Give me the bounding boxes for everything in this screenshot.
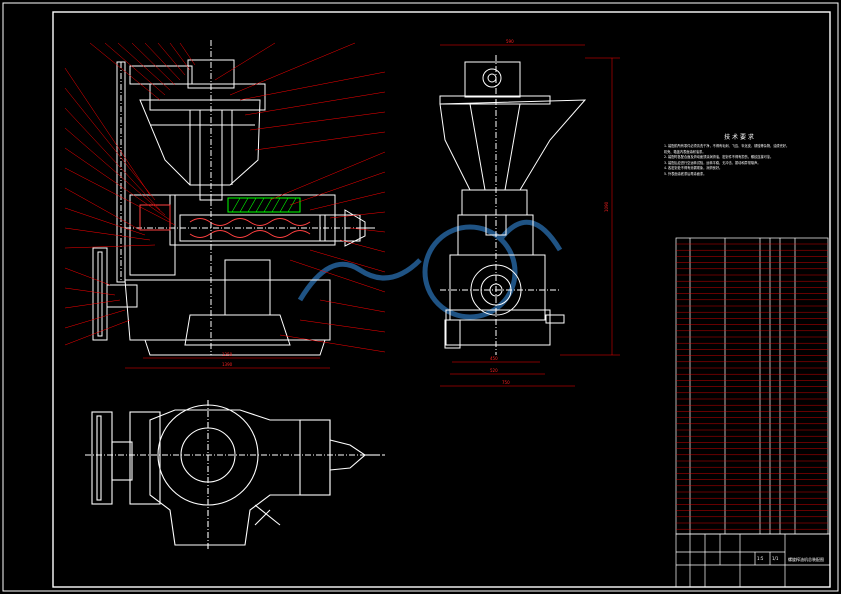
parts-list [675, 237, 829, 535]
side-dims [440, 44, 620, 387]
dim-front-inner: 1250 [222, 352, 233, 357]
dim-side-w3: 750 [502, 380, 510, 385]
note-line: 4. 各密封处不得有渗漏现象，润滑良好。 [664, 166, 723, 171]
note-line: 1. 装配前所有零件必须清洗干净，不得有毛刺、飞边、氧化皮、锈蚀等杂物，油漆完好… [664, 144, 790, 148]
drawing-sheet: 1/1 [772, 556, 779, 561]
drawing-scale: 1:5 [757, 556, 764, 561]
drawing-name: 螺旋榨油机总装配图 [788, 557, 824, 562]
inner-border [52, 11, 831, 588]
top-view [85, 400, 385, 550]
front-view [92, 40, 375, 356]
front-leaders [64, 42, 386, 369]
dim-side-height: 1090 [604, 201, 609, 212]
dim-side-w1: 450 [490, 356, 498, 361]
note-line: 2. 装配时各配合面及滑动面须涂润滑油，密封件不得有损伤，螺纹连接可靠。 [664, 155, 774, 160]
dim-side-w2: 520 [490, 368, 498, 373]
dim-front-outer: 1390 [222, 362, 233, 367]
dim-side-top: 590 [506, 39, 514, 44]
watermark [297, 219, 563, 320]
note-line: 机壳、箱盖内表面涂耐油漆。 [664, 149, 706, 154]
technical-requirements-title: 技 术 要 求 [724, 134, 754, 141]
note-line: 3. 装配后应进行空运转试验，运转平稳，无冲击、振动和异常噪声。 [664, 160, 761, 165]
title-block [675, 533, 831, 588]
side-view [439, 55, 587, 355]
note-line: 5. 外表面涂底漆后再涂面漆。 [664, 171, 707, 176]
technical-requirements: 技 术 要 求 1. 装配前所有零件必须清洗干净，不得有毛刺、飞边、氧化皮、锈蚀… [664, 132, 814, 178]
